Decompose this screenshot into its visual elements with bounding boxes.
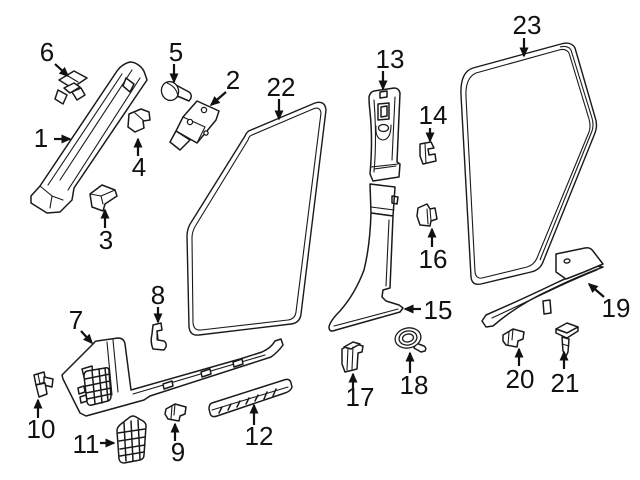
part-5-screw-drawing bbox=[160, 80, 192, 102]
callout-number[interactable]: 15 bbox=[424, 295, 453, 325]
callout-leader-arrow bbox=[80, 330, 94, 345]
part-8-clip-drawing bbox=[150, 322, 167, 351]
callout-number[interactable]: 3 bbox=[99, 225, 113, 255]
callout-17[interactable]: 17 bbox=[346, 372, 375, 412]
part-3-clip-drawing bbox=[89, 184, 118, 212]
callout-4[interactable]: 4 bbox=[132, 137, 146, 182]
callout-number[interactable]: 6 bbox=[40, 37, 54, 67]
part-23-rear-door-opening-seal-drawing bbox=[460, 42, 598, 286]
callout-18[interactable]: 18 bbox=[400, 351, 429, 400]
callout-7[interactable]: 7 bbox=[69, 305, 94, 345]
callout-19[interactable]: 19 bbox=[587, 283, 631, 323]
callout-number[interactable]: 21 bbox=[551, 368, 580, 398]
part-16-clip-drawing bbox=[416, 203, 438, 227]
callout-number[interactable]: 17 bbox=[346, 382, 375, 412]
part-12-door-sill-scuff-plate-drawing bbox=[208, 378, 293, 418]
callout-20[interactable]: 20 bbox=[506, 347, 535, 394]
part-1-a-pillar-trim-drawing bbox=[30, 61, 148, 214]
part-15-b-pillar-lower-trim-drawing bbox=[328, 183, 404, 332]
callout-12[interactable]: 12 bbox=[245, 403, 274, 451]
callout-22[interactable]: 22 bbox=[267, 72, 296, 121]
part-17-clip-drawing bbox=[341, 341, 364, 373]
part-6-clip-drawing bbox=[54, 70, 88, 105]
callout-3[interactable]: 3 bbox=[99, 208, 113, 255]
callout-11[interactable]: 11 bbox=[73, 429, 116, 459]
callout-number[interactable]: 18 bbox=[400, 370, 429, 400]
part-22-front-door-opening-seal-drawing bbox=[186, 101, 327, 336]
part-14-clip-drawing bbox=[419, 141, 437, 165]
part-11-grille-panel-drawing bbox=[116, 415, 147, 464]
callout-number[interactable]: 4 bbox=[132, 152, 146, 182]
callout-number[interactable]: 2 bbox=[226, 65, 240, 95]
part-21-push-pin-fastener-drawing bbox=[555, 322, 579, 357]
callout-leader-arrow bbox=[587, 283, 605, 298]
callout-number[interactable]: 23 bbox=[513, 10, 542, 40]
callout-leader-arrow bbox=[54, 63, 70, 78]
callout-number[interactable]: 10 bbox=[27, 414, 56, 444]
callout-16[interactable]: 16 bbox=[419, 227, 448, 274]
callout-15[interactable]: 15 bbox=[403, 295, 453, 325]
callout-number[interactable]: 8 bbox=[151, 280, 165, 310]
part-20-clip-drawing bbox=[502, 328, 525, 348]
callout-number[interactable]: 7 bbox=[69, 305, 83, 335]
callout-number[interactable]: 16 bbox=[419, 244, 448, 274]
part-10-clip-drawing bbox=[33, 371, 54, 398]
callout-14[interactable]: 14 bbox=[419, 100, 448, 143]
callout-number[interactable]: 22 bbox=[267, 72, 296, 102]
callout-1[interactable]: 1 bbox=[34, 123, 72, 153]
part-18-grommet-fastener-drawing bbox=[394, 327, 427, 353]
callout-13[interactable]: 13 bbox=[376, 44, 405, 91]
callout-5[interactable]: 5 bbox=[169, 37, 183, 84]
callout-2[interactable]: 2 bbox=[209, 65, 240, 106]
callout-number[interactable]: 14 bbox=[419, 100, 448, 130]
callout-leader-arrow bbox=[209, 91, 227, 106]
callout-9[interactable]: 9 bbox=[170, 422, 185, 467]
part-2-mounting-bracket-drawing bbox=[169, 100, 220, 151]
part-9-clip-drawing bbox=[164, 403, 187, 422]
callout-number[interactable]: 11 bbox=[73, 429, 100, 459]
callout-21[interactable]: 21 bbox=[551, 350, 580, 398]
part-13-b-pillar-upper-trim-drawing bbox=[368, 87, 401, 182]
callout-number[interactable]: 13 bbox=[376, 44, 405, 74]
callout-number[interactable]: 1 bbox=[34, 123, 48, 153]
callout-10[interactable]: 10 bbox=[27, 398, 56, 444]
callout-number[interactable]: 19 bbox=[602, 293, 631, 323]
callout-23[interactable]: 23 bbox=[513, 10, 542, 58]
callout-number[interactable]: 5 bbox=[169, 37, 183, 67]
part-7-cowl-kick-panel-drawing bbox=[61, 337, 284, 417]
callout-number[interactable]: 20 bbox=[506, 364, 535, 394]
callout-6[interactable]: 6 bbox=[40, 37, 70, 78]
callout-number[interactable]: 12 bbox=[245, 421, 274, 451]
callout-number[interactable]: 9 bbox=[171, 437, 185, 467]
callout-8[interactable]: 8 bbox=[151, 280, 165, 324]
part-19-rear-quarter-trim-drawing bbox=[481, 247, 604, 328]
part-4-clip-drawing bbox=[127, 108, 151, 133]
